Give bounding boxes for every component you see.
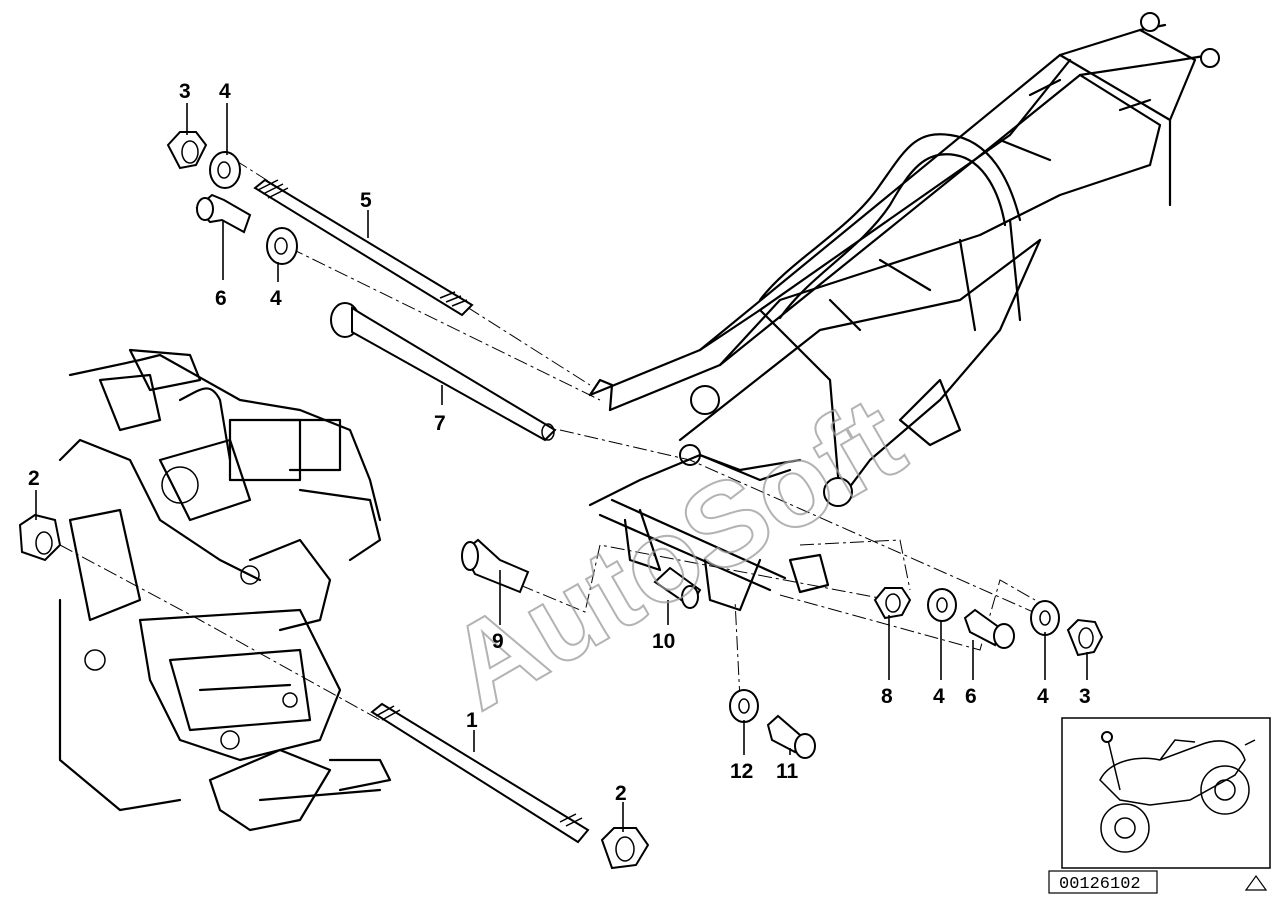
- callout-9: 9: [492, 630, 504, 653]
- callout-10: 10: [652, 630, 675, 653]
- engine-block: [58, 348, 392, 832]
- washer-part-4-right: [1030, 600, 1060, 636]
- callout-2-left: 2: [28, 467, 40, 490]
- nut-part-3-top: [166, 131, 208, 170]
- nut-part-8: [873, 587, 912, 620]
- callout-11: 11: [776, 760, 799, 783]
- bolt-part-1: [370, 702, 590, 844]
- callout-7: 7: [434, 412, 446, 435]
- washer-part-4-lower: [927, 588, 957, 622]
- callout-12: 12: [730, 760, 753, 783]
- sleeve-part-10: [653, 566, 702, 609]
- callout-5: 5: [360, 189, 372, 212]
- bolt-part-7: [330, 302, 557, 442]
- callout-2-lower: 2: [615, 782, 627, 805]
- callout-4-mid: 4: [270, 287, 282, 310]
- callout-6-lower: 6: [965, 685, 977, 708]
- washer-part-4-mid: [266, 227, 298, 265]
- watermark-text: AutoSoft: [427, 372, 924, 735]
- callout-3-top: 3: [179, 80, 191, 103]
- bolt-part-11: [766, 714, 816, 759]
- callout-4-top: 4: [219, 80, 231, 103]
- leader-lines: [35, 103, 1088, 832]
- nut-part-2-lower: [600, 827, 650, 870]
- callout-3-right: 3: [1079, 685, 1091, 708]
- callout-4-lower: 4: [933, 685, 945, 708]
- reference-box: 00126102: [1048, 870, 1158, 894]
- triangle-icon: [1244, 874, 1268, 891]
- callout-4-right: 4: [1037, 685, 1049, 708]
- motorcycle-frame: [588, 12, 1220, 612]
- motorcycle-thumbnail: [1061, 717, 1271, 869]
- callout-8: 8: [881, 685, 893, 708]
- callout-1: 1: [466, 709, 478, 732]
- bolt-part-6-lower: [963, 608, 1015, 649]
- alignment-lines: [59, 159, 1041, 721]
- washer-part-4-top: [209, 151, 241, 189]
- callout-labels: 3 4 5 6 4 7 2 9 10 8 4 6 4 3 1 12 11 2: [28, 80, 1091, 805]
- nut-part-3-right: [1066, 618, 1104, 657]
- bolt-part-6-top: [195, 193, 252, 234]
- bolt-part-9: [461, 538, 530, 594]
- callout-6-top: 6: [215, 287, 227, 310]
- nut-part-2-left: [18, 513, 62, 562]
- bolt-part-5: [253, 178, 474, 317]
- washer-part-12: [729, 689, 759, 723]
- reference-number: 00126102: [1059, 875, 1141, 894]
